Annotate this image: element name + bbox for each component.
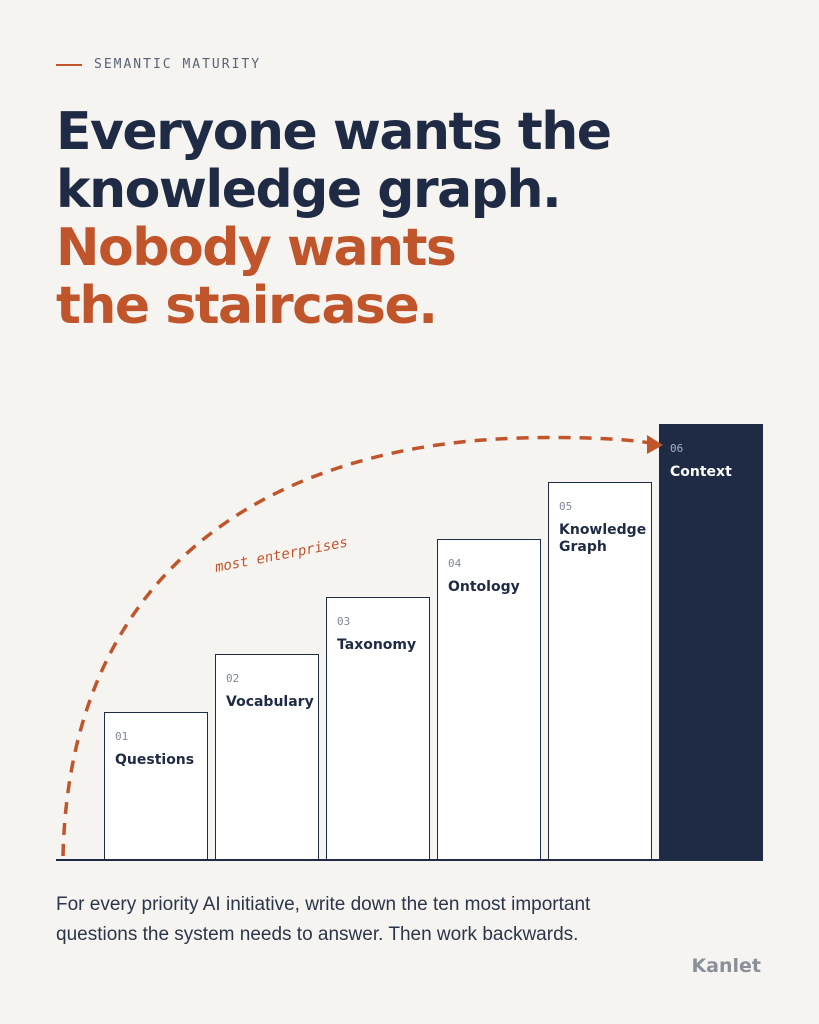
step-label: Ontology: [448, 579, 520, 595]
kicker-rule: [56, 63, 82, 66]
step-number: 03: [337, 615, 351, 628]
step-context: 06 Context: [659, 424, 763, 861]
step-number: 01: [115, 730, 129, 743]
headline-line-1: Everyone wants the: [56, 102, 612, 162]
step-number: 02: [226, 672, 240, 685]
step-ontology: 04 Ontology: [437, 539, 541, 861]
step-number: 04: [448, 557, 462, 570]
headline-line-3: Nobody wants: [56, 218, 457, 278]
staircase-baseline: [56, 859, 763, 861]
caption: For every priority AI initiative, write …: [56, 894, 591, 945]
step-number: 06: [670, 442, 684, 455]
brand-logo: Kanlet: [691, 955, 761, 977]
step-label: Knowledge Graph: [559, 522, 647, 555]
step-label: Taxonomy: [337, 637, 417, 653]
step-label: Questions: [115, 752, 195, 768]
step-knowledge-graph: 05 Knowledge Graph: [548, 482, 652, 861]
kicker: SEMANTIC MATURITY: [56, 57, 261, 72]
headline-line-4: the staircase.: [56, 276, 438, 336]
headline-line-2: knowledge graph.: [56, 160, 562, 220]
step-vocabulary: 02 Vocabulary: [215, 654, 319, 861]
step-label: Vocabulary: [226, 694, 314, 710]
step-number: 05: [559, 500, 573, 513]
headline: Everyone wants the knowledge graph. Nobo…: [56, 103, 776, 335]
step-taxonomy: 03 Taxonomy: [326, 597, 430, 861]
kicker-text: SEMANTIC MATURITY: [94, 57, 262, 72]
step-questions: 01 Questions: [104, 712, 208, 861]
step-label: Context: [670, 464, 732, 480]
arc-label: most enterprises: [213, 534, 349, 576]
